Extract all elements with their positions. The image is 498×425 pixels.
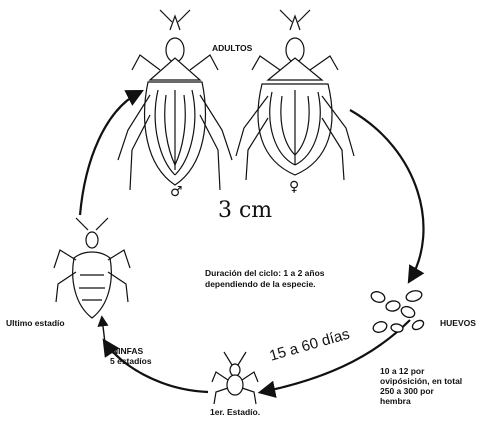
scale-label: 3 cm (218, 198, 272, 224)
male-symbol: ♂ (170, 185, 183, 199)
eggs-info-line1: 10 a 12 por (380, 366, 424, 376)
cycle-arrow-adults-to-eggs (350, 110, 424, 280)
nymphs-label-line1: NINFAS (112, 346, 143, 356)
eggs-cluster (370, 289, 425, 334)
last-instar-nymph (54, 218, 130, 318)
cycle-arrow-nymph-to-adults (80, 92, 140, 215)
first-instar-nymph (212, 352, 258, 404)
last-instar-label: Ultimo estadío (6, 318, 65, 328)
adults-label: ADULTOS (212, 43, 252, 53)
eggs-label: HUEVOS (440, 318, 476, 328)
nymphs-label-line2: 5 estadíos (110, 356, 152, 366)
eggs-info-line4: hembra (380, 396, 411, 406)
eggs-info-line3: 250 a 300 por (380, 386, 434, 396)
male-adult-bug (118, 10, 232, 190)
cycle-duration-line1: Duración del ciclo: 1 a 2 años (205, 268, 325, 278)
female-adult-bug (236, 10, 354, 180)
pointer-arrow-nymph (102, 318, 105, 343)
first-instar-label: 1er. Estadío. (210, 407, 260, 417)
female-symbol: ♀ (289, 180, 299, 194)
eggs-info-line2: ovipósición, en total (380, 376, 462, 386)
cycle-duration-line2: dependiendo de la especie. (205, 279, 316, 289)
